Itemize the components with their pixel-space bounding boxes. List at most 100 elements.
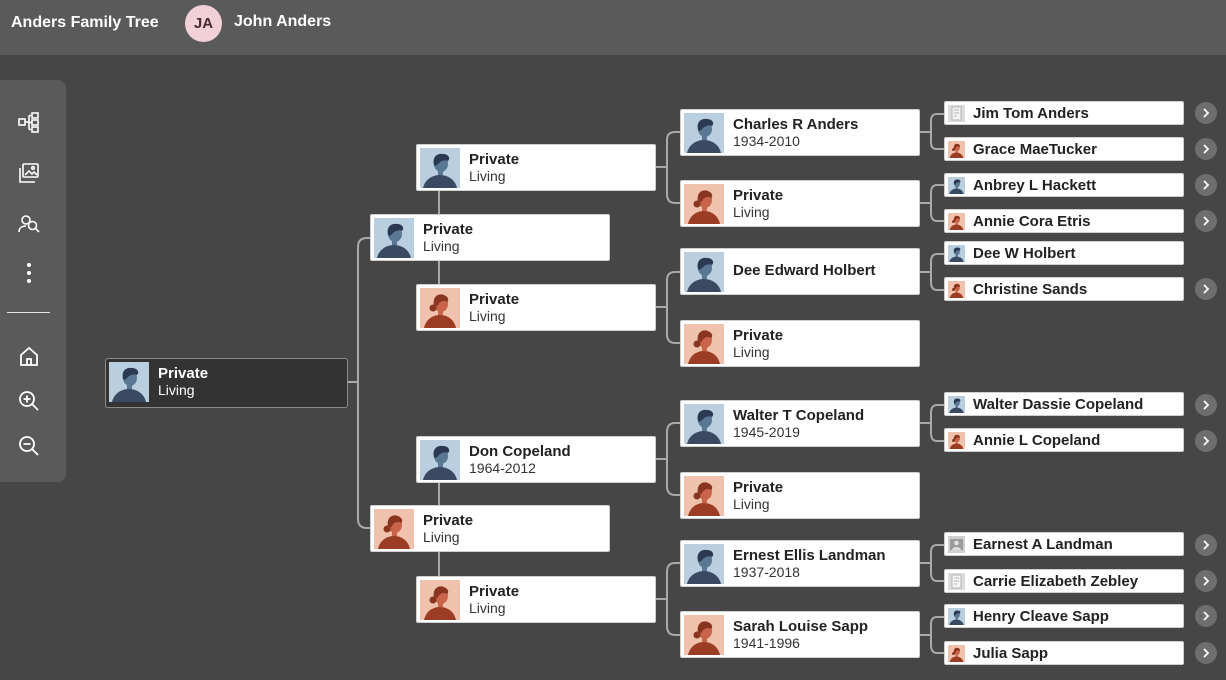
person-lifespan: 1945-2019	[733, 424, 800, 440]
user-avatar[interactable]: JA	[185, 5, 222, 42]
person-search-button[interactable]	[14, 208, 44, 238]
person-photo	[420, 288, 460, 328]
person-photo	[374, 218, 414, 258]
person-card-root[interactable]: Private Living	[105, 358, 348, 408]
tree-title[interactable]: Anders Family Tree	[11, 14, 159, 31]
person-card-great-grandparent[interactable]: Ernest Ellis Landman 1937-2018	[680, 540, 920, 587]
person-name: Private	[423, 221, 474, 238]
person-lifespan: Living	[469, 168, 506, 184]
person-card-2x-great-grandparent[interactable]: Annie Cora Etris	[944, 209, 1184, 233]
person-photo	[948, 105, 965, 122]
user-name[interactable]: John Anders	[234, 13, 332, 30]
expand-ancestors-button[interactable]	[1195, 138, 1217, 160]
zoom-out-button[interactable]	[14, 431, 44, 461]
media-gallery-button[interactable]	[14, 158, 44, 188]
male-avatar-icon	[420, 148, 460, 188]
male-avatar-icon	[948, 245, 965, 262]
zoom-in-button[interactable]	[14, 386, 44, 416]
person-name: Private	[733, 479, 784, 496]
person-card-grandparent[interactable]: Don Copeland 1964-2012	[416, 436, 656, 483]
record-icon	[948, 105, 965, 122]
media-gallery-icon	[19, 163, 39, 183]
expand-ancestors-button[interactable]	[1195, 642, 1217, 664]
person-card-2x-great-grandparent[interactable]: Carrie Elizabeth Zebley	[944, 569, 1184, 593]
person-photo	[684, 404, 724, 444]
female-avatar-icon	[684, 324, 724, 364]
person-card-2x-great-grandparent[interactable]: Christine Sands	[944, 277, 1184, 301]
person-name: Charles R Anders	[733, 116, 859, 133]
person-name: Earnest A Landman	[973, 536, 1113, 553]
male-avatar-icon	[109, 362, 149, 402]
person-card-2x-great-grandparent[interactable]: Jim Tom Anders	[944, 101, 1184, 125]
person-photo	[948, 432, 965, 449]
expand-ancestors-button[interactable]	[1195, 605, 1217, 627]
chevron-right-icon	[1203, 540, 1210, 550]
male-avatar-icon	[948, 177, 965, 194]
female-avatar-icon	[420, 580, 460, 620]
female-avatar-icon	[420, 288, 460, 328]
person-lifespan: Living	[733, 204, 770, 220]
person-card-2x-great-grandparent[interactable]: Julia Sapp	[944, 641, 1184, 665]
person-name: Private	[469, 291, 520, 308]
female-avatar-icon	[948, 432, 965, 449]
person-lifespan: 1941-1996	[733, 635, 800, 651]
person-card-2x-great-grandparent[interactable]: Dee W Holbert	[944, 241, 1184, 265]
male-avatar-icon	[948, 608, 965, 625]
female-avatar-icon	[684, 476, 724, 516]
person-name: Carrie Elizabeth Zebley	[973, 573, 1139, 590]
person-card-great-grandparent[interactable]: Walter T Copeland 1945-2019	[680, 400, 920, 447]
person-card-great-grandparent[interactable]: Dee Edward Holbert	[680, 248, 920, 295]
person-name: Dee Edward Holbert	[733, 262, 876, 279]
person-card-2x-great-grandparent[interactable]: Grace MaeTucker	[944, 137, 1184, 161]
person-card-great-grandparent[interactable]: Private Living	[680, 472, 920, 519]
tree-view-button[interactable]	[14, 107, 44, 137]
expand-ancestors-button[interactable]	[1195, 210, 1217, 232]
expand-ancestors-button[interactable]	[1195, 394, 1217, 416]
chevron-right-icon	[1203, 284, 1210, 294]
person-card-great-grandparent[interactable]: Private Living	[680, 320, 920, 367]
person-card-great-grandparent[interactable]: Sarah Louise Sapp 1941-1996	[680, 611, 920, 658]
person-card-2x-great-grandparent[interactable]: Anbrey L Hackett	[944, 173, 1184, 197]
person-photo	[948, 141, 965, 158]
person-lifespan: Living	[733, 496, 770, 512]
person-photo	[684, 615, 724, 655]
person-card-grandparent[interactable]: Private Living	[416, 576, 656, 623]
person-card-grandparent[interactable]: Private Living	[416, 284, 656, 331]
expand-ancestors-button[interactable]	[1195, 174, 1217, 196]
person-card-father[interactable]: Private Living	[370, 214, 610, 261]
person-name: Don Copeland	[469, 443, 571, 460]
person-card-2x-great-grandparent[interactable]: Henry Cleave Sapp	[944, 604, 1184, 628]
expand-ancestors-button[interactable]	[1195, 430, 1217, 452]
person-name: Sarah Louise Sapp	[733, 618, 869, 635]
home-icon	[20, 346, 38, 366]
expand-ancestors-button[interactable]	[1195, 102, 1217, 124]
person-card-2x-great-grandparent[interactable]: Annie L Copeland	[944, 428, 1184, 452]
person-photo	[684, 184, 724, 224]
person-card-grandparent[interactable]: Private Living	[416, 144, 656, 191]
person-name: Annie L Copeland	[973, 432, 1101, 449]
person-photo	[948, 281, 965, 298]
chevron-right-icon	[1203, 108, 1210, 118]
person-name: Henry Cleave Sapp	[973, 608, 1109, 625]
person-photo	[684, 544, 724, 584]
expand-ancestors-button[interactable]	[1195, 570, 1217, 592]
person-lifespan: Living	[423, 238, 460, 254]
toolbar-divider	[7, 312, 50, 313]
person-card-great-grandparent[interactable]: Private Living	[680, 180, 920, 227]
expand-ancestors-button[interactable]	[1195, 534, 1217, 556]
person-photo	[684, 113, 724, 153]
person-name: Private	[158, 365, 209, 382]
person-card-2x-great-grandparent[interactable]: Walter Dassie Copeland	[944, 392, 1184, 416]
home-button[interactable]	[14, 341, 44, 371]
person-card-great-grandparent[interactable]: Charles R Anders 1934-2010	[680, 109, 920, 156]
expand-ancestors-button[interactable]	[1195, 278, 1217, 300]
more-options-button[interactable]	[14, 258, 44, 288]
tree-view-icon	[18, 112, 39, 133]
person-photo	[684, 252, 724, 292]
person-photo	[948, 573, 965, 590]
male-avatar-icon	[420, 440, 460, 480]
person-card-2x-great-grandparent[interactable]: Earnest A Landman	[944, 532, 1184, 556]
person-lifespan: Living	[469, 308, 506, 324]
person-card-mother[interactable]: Private Living	[370, 505, 610, 552]
